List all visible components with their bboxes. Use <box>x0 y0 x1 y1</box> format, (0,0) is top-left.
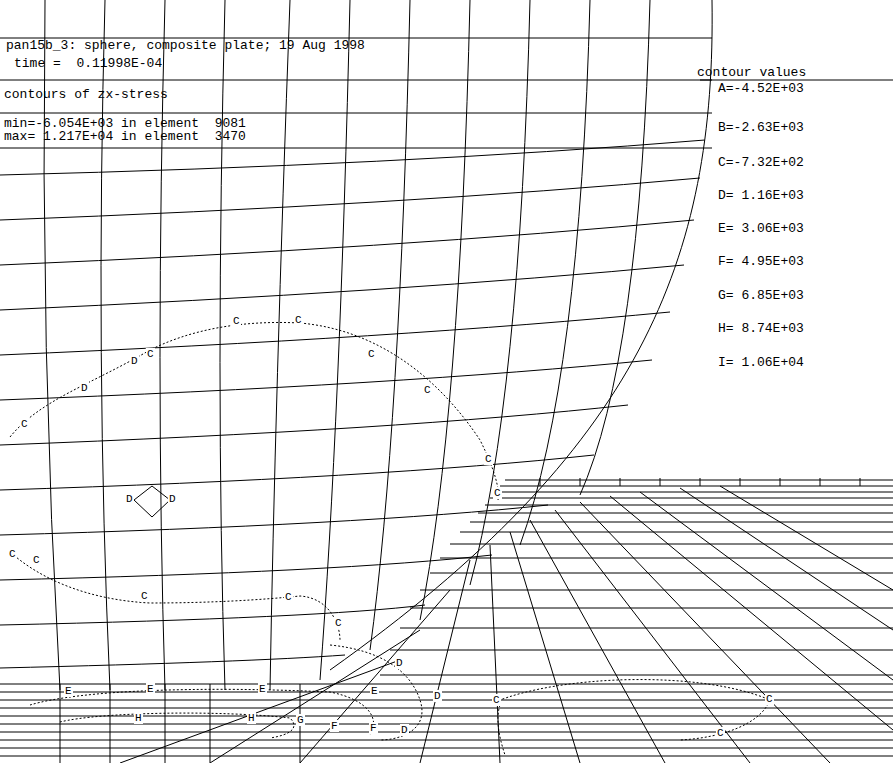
legend-heading: contour values <box>697 66 806 80</box>
contour-letter: D <box>130 355 139 367</box>
plot-info: time = 0.11998E-04 <box>14 57 162 71</box>
contour-letter: D <box>168 493 177 505</box>
contour-letter: C <box>423 384 432 396</box>
contour-letter: C <box>140 590 149 602</box>
contour-value: E= 3.06E+03 <box>718 222 804 236</box>
contour-letter: D <box>80 382 89 394</box>
contour-letter: D <box>395 657 404 669</box>
contour-letter: G <box>296 714 305 726</box>
contour-letter: E <box>258 683 267 695</box>
contour-letter: C <box>765 693 774 705</box>
contour-letter: H <box>134 712 143 724</box>
contour-letter: C <box>284 591 293 603</box>
contour-value: D= 1.16E+03 <box>718 189 804 203</box>
contour-letter: C <box>493 487 502 499</box>
contour-letter: C <box>716 727 725 739</box>
contour-value: H= 8.74E+03 <box>718 322 804 336</box>
contour-value: A=-4.52E+03 <box>718 82 804 96</box>
contour-letter: H <box>247 712 256 724</box>
contour-value: G= 6.85E+03 <box>718 289 804 303</box>
contour-letter: C <box>146 348 155 360</box>
contour-letter: C <box>32 554 41 566</box>
contour-letter: C <box>492 694 501 706</box>
contour-letter: C <box>484 453 493 465</box>
contour-letter: F <box>330 720 339 732</box>
contour-letter: C <box>232 315 241 327</box>
contour-letter: E <box>370 685 379 697</box>
contour-letter: E <box>146 683 155 695</box>
contour-letter: C <box>294 314 303 326</box>
plot-info: max= 1.217E+04 in element 3470 <box>4 130 246 144</box>
contour-letter: C <box>367 348 376 360</box>
contour-letter: C <box>20 418 29 430</box>
contour-value: B=-2.63E+03 <box>718 121 804 135</box>
plot-title: pan15b_3: sphere, composite plate; 19 Au… <box>6 39 365 53</box>
plot-info: min=-6.054E+03 in element 9081 <box>4 117 246 131</box>
contour-letter: D <box>125 493 134 505</box>
contour-letter: C <box>334 617 343 629</box>
contour-letter: D <box>433 690 442 702</box>
contour-value: F= 4.95E+03 <box>718 255 804 269</box>
contour-letter: C <box>8 548 17 560</box>
plot-info: contours of zx-stress <box>4 88 168 102</box>
contour-value: C=-7.32E+02 <box>718 156 804 170</box>
contour-value: I= 1.06E+04 <box>718 356 804 370</box>
contour-letter: F <box>369 722 378 734</box>
contour-letter: E <box>64 685 73 697</box>
contour-letter: D <box>400 724 409 736</box>
